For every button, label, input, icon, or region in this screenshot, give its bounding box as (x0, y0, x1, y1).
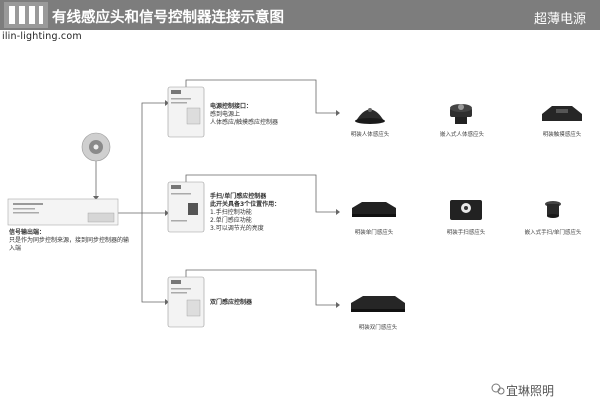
line-to-power-ctrl (118, 102, 165, 214)
hand-port-line-2: 2.单门感应功能 (210, 217, 252, 224)
line-row1 (185, 79, 336, 114)
signal-output-desc-2: 入端 (9, 245, 22, 252)
page-title: 有线感应头和信号控制器连接示意图 (52, 10, 284, 26)
signal-output-title: 信号输出端： (9, 229, 46, 236)
sensor-label: 明装手扫感应头 (446, 230, 486, 236)
surface-double-door-sensor-icon (351, 296, 405, 312)
sensor-label: 嵌入式手扫/单门感应头 (524, 230, 582, 236)
recessed-body-sensor-icon (450, 104, 472, 124)
brand-logo (4, 2, 48, 28)
sensor-label: 嵌入式人体感应头 (439, 132, 485, 138)
surface-body-sensor-icon (355, 108, 385, 124)
sensor-label: 明装单门感应头 (354, 230, 394, 236)
product-tag: 超薄电源 (533, 12, 586, 27)
double-port-block: 双门感应控制器 (210, 299, 252, 307)
signal-output-block: 信号输出端： 只是作为同步控制来源，接到同步控制器的输 入端 (9, 229, 129, 253)
sensor-label: 明装人体感应头 (350, 132, 390, 138)
power-port-line-2: 人体感应/触摸感应控制器 (210, 119, 279, 126)
sync-device-icon (81, 132, 111, 162)
power-port-block: 电源控制接口： 感到电源上 人体感应/触摸感应控制器 (210, 103, 278, 127)
watermark-text: 宜琳照明 (506, 384, 555, 398)
line-row2 (185, 174, 336, 213)
hand-port-subtitle: 此开关具备3个位置作用： (210, 201, 281, 208)
recessed-hand-door-sensor-icon (545, 201, 561, 218)
sensor-label: 明装触摸感应头 (542, 132, 582, 138)
signal-controller-icon (7, 198, 119, 226)
power-port-line-1: 感到电源上 (210, 111, 241, 118)
header-bar (0, 0, 600, 30)
surface-touch-sensor-icon (542, 106, 582, 121)
hand-port-line-1: 1.手扫控制功能 (210, 209, 252, 216)
hand-port-line-3: 3.可以调节光的亮度 (210, 225, 264, 232)
site-url: ilin-lighting.com (2, 31, 82, 42)
signal-output-desc-1: 只是作为同步控制来源，接到同步控制器的输 (9, 237, 130, 244)
double-door-controller-module-icon (167, 276, 205, 328)
surface-hand-sweep-sensor-icon (450, 200, 482, 220)
power-port-title: 电源控制接口： (210, 103, 253, 110)
double-port-title: 双门感应控制器 (210, 299, 253, 306)
hand-sweep-controller-module-icon (167, 181, 205, 233)
wechat-icon (491, 383, 505, 395)
line-row3 (185, 269, 336, 306)
sensor-label: 明装双门感应头 (358, 325, 398, 331)
power-controller-module-icon (167, 86, 205, 138)
hand-port-title: 手扫/单门感应控制器 (210, 193, 267, 200)
surface-door-sensor-icon (352, 202, 396, 217)
hand-port-block: 手扫/单门感应控制器 此开关具备3个位置作用： 1.手扫控制功能 2.单门感应功… (210, 193, 280, 233)
line-to-double-ctrl (141, 213, 165, 303)
